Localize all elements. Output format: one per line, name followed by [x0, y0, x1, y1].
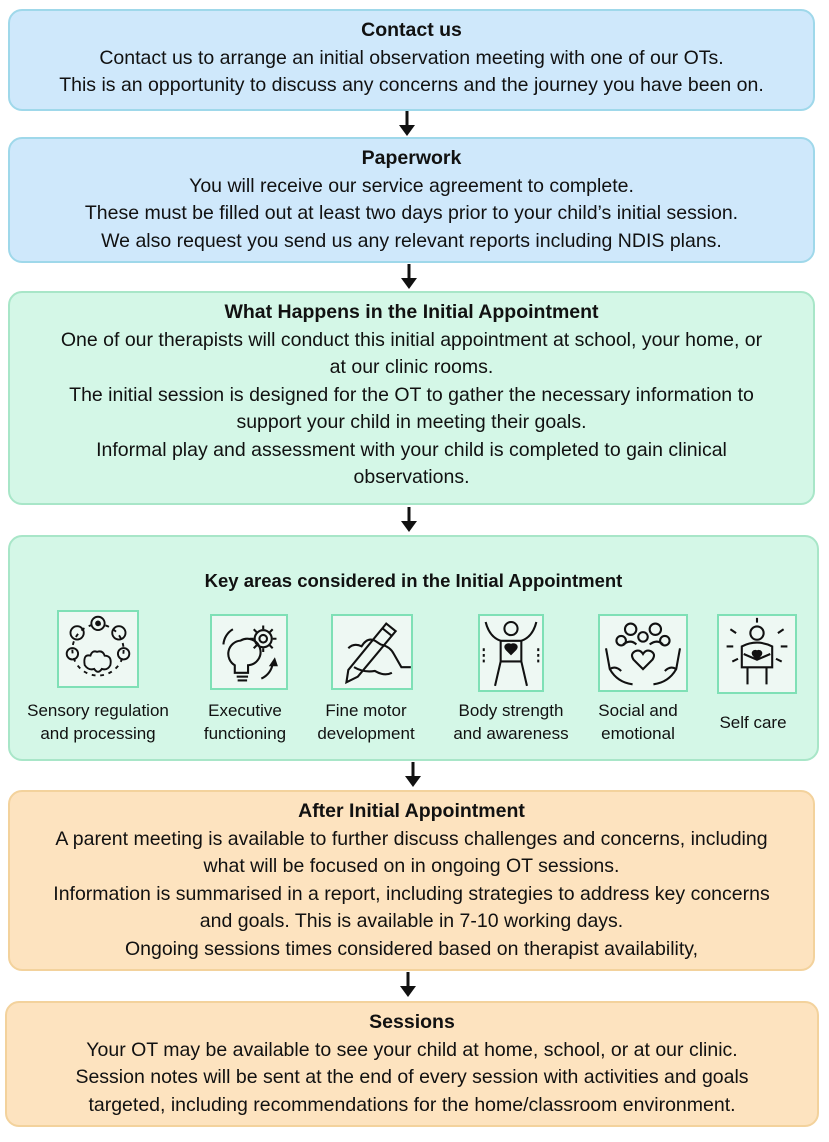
step-line: We also request you send us any relevant…: [101, 229, 722, 252]
key-area-label: functioning: [203, 724, 287, 743]
hands-family-heart-icon: [598, 614, 688, 692]
key-area-label: development: [317, 724, 415, 743]
down-arrow-icon: [405, 762, 421, 787]
step-title: What Happens in the Initial Appointment: [224, 301, 599, 323]
step-line: Your OT may be available to see your chi…: [86, 1038, 738, 1061]
step-line: Informal play and assessment with your c…: [96, 438, 727, 461]
step-line: Contact us to arrange an initial observa…: [99, 46, 724, 69]
initial-appointment-step: What Happens in the Initial Appointment …: [8, 291, 815, 505]
down-arrow-icon: [399, 111, 415, 136]
step-title: Key areas considered in the Initial Appo…: [204, 570, 623, 591]
lightbulb-gears-icon: [210, 614, 288, 690]
key-area-label: and processing: [40, 724, 156, 743]
contact-step: Contact us Contact us to arrange an init…: [8, 9, 815, 111]
body-heart-icon: [478, 614, 544, 692]
step-line: Information is summarised in a report, i…: [53, 882, 770, 905]
sessions-step: Sessions Your OT may be available to see…: [5, 1001, 819, 1127]
key-area-label: and awareness: [453, 724, 569, 743]
key-area-label: Sensory regulation: [27, 701, 169, 720]
step-line: Session notes will be sent at the end of…: [75, 1066, 749, 1088]
step-line: support your child in meeting their goal…: [236, 411, 587, 433]
key-area-label: Social and: [598, 701, 678, 720]
key-area-label: Body strength: [458, 701, 564, 720]
hand-pencil-icon: [331, 614, 413, 690]
step-title: Paperwork: [361, 147, 462, 169]
step-line: at our clinic rooms.: [329, 356, 494, 378]
paperwork-step: Paperwork You will receive our service a…: [8, 137, 815, 263]
step-line: targeted, including recommendations for …: [88, 1093, 736, 1116]
step-title: Sessions: [369, 1011, 455, 1033]
step-line: This is an opportunity to discuss any co…: [59, 74, 764, 96]
step-line: These must be filled out at least two da…: [84, 202, 739, 224]
down-arrow-icon: [401, 264, 417, 289]
step-line: One of our therapists will conduct this …: [60, 328, 763, 351]
sensory-brain-icon: [57, 610, 139, 688]
key-area-label: Fine motor: [325, 701, 407, 720]
self-hug-icon: [717, 614, 797, 694]
step-line: A parent meeting is available to further…: [55, 827, 768, 850]
key-area-label: Executive: [208, 701, 282, 720]
after-appointment-step: After Initial Appointment A parent meeti…: [8, 790, 815, 971]
step-title: Contact us: [361, 19, 462, 41]
down-arrow-icon: [400, 972, 416, 997]
step-line: observations.: [353, 466, 470, 488]
step-line: The initial session is designed for the …: [69, 383, 754, 406]
step-line: and goals. This is available in 7-10 wor…: [199, 910, 624, 932]
step-line: what will be focused on in ongoing OT se…: [203, 855, 620, 877]
down-arrow-icon: [401, 507, 417, 532]
step-line: You will receive our service agreement t…: [189, 174, 634, 197]
step-line: Ongoing sessions times considered based …: [124, 937, 699, 960]
step-title: After Initial Appointment: [298, 800, 525, 822]
key-areas-step: Key areas considered in the Initial Appo…: [8, 535, 819, 761]
key-area-label: emotional: [601, 724, 675, 743]
key-areas-icon-row: Sensory regulation and processing Execut…: [10, 607, 817, 767]
key-area-label: Self care: [719, 713, 787, 732]
